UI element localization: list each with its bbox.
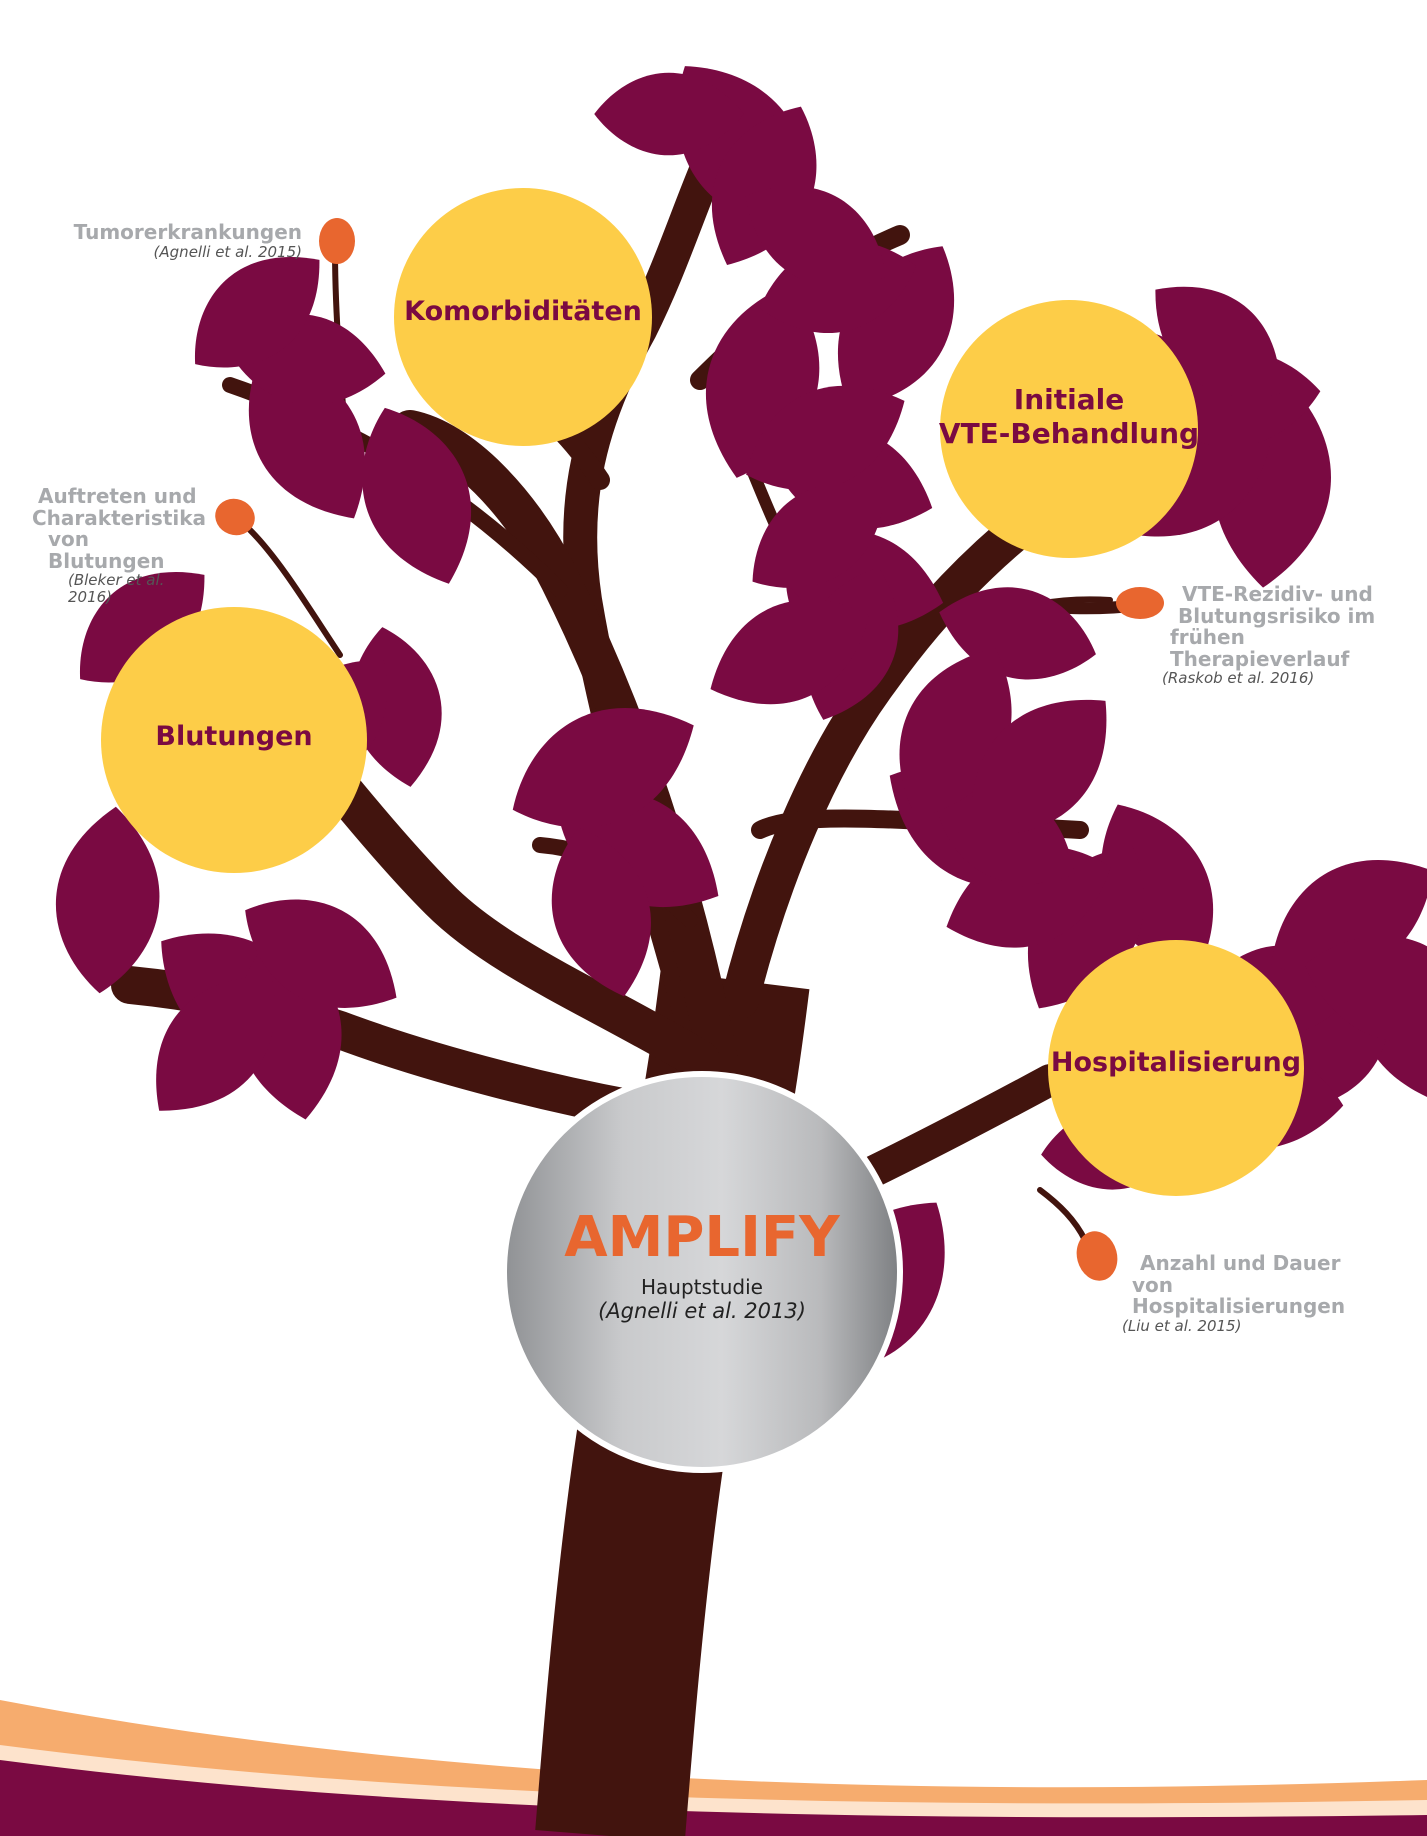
seed-hospital <box>1076 1231 1118 1281</box>
seed-tumor <box>319 218 355 264</box>
fruit-label-komorbiditaeten: Komorbiditäten <box>404 296 642 327</box>
fruit-label-initiale-vte: Initiale VTE-Behandlung <box>920 383 1218 450</box>
fruit-initiale-vte <box>940 300 1198 558</box>
note-hospital-line1: Anzahl und Dauer <box>1140 1251 1341 1275</box>
note-bleeding-line2: Charakteristika <box>32 505 207 530</box>
center-subtitle: Hauptstudie <box>640 1275 763 1299</box>
fruit-komorbiditaeten <box>394 188 652 446</box>
note-vte-ref: (Raskob et al. 2016) <box>1162 669 1315 688</box>
note-bleeding-ref: (Bleker et al. 2016) <box>68 571 165 606</box>
center-circle <box>501 1071 903 1473</box>
bottom-waves <box>0 1700 1427 1836</box>
note-tumor-ref: (Agnelli et al. 2015) <box>153 242 302 261</box>
fruit-hospitalisierung <box>1048 940 1304 1196</box>
seed-markers <box>215 218 1164 1281</box>
center-reference: (Agnelli et al. 2013) <box>598 1299 806 1323</box>
fruit-label-blutungen: Blutungen <box>155 721 313 752</box>
fruit-label-hospitalisierung: Hospitalisierung <box>1050 1047 1302 1078</box>
fruit-label-initiale-line2: VTE-Behandlung <box>938 416 1200 450</box>
fruit-circles <box>101 188 1304 1196</box>
note-tumor: Tumorerkrankungen (Agnelli et al. 2015) <box>60 220 302 261</box>
note-hospital-line2: von Hospitalisierungen <box>1132 1272 1346 1319</box>
note-vte-line1: VTE-Rezidiv- und <box>1182 582 1373 606</box>
note-hospital: Anzahl und Dauer von Hospitalisierungen … <box>1122 1251 1377 1335</box>
note-tumor-text: Tumorerkrankungen <box>73 220 302 244</box>
seed-bleeding <box>215 498 255 536</box>
note-vte-line2: Blutungsrisiko im <box>1178 603 1376 628</box>
note-hospital-ref: (Liu et al. 2015) <box>1122 1316 1242 1335</box>
fruit-label-initiale-line1: Initiale <box>1013 383 1125 416</box>
note-vte-line3: frühen Therapieverlauf <box>1170 625 1350 671</box>
note-vte-rezidiv: VTE-Rezidiv- und Blutungsrisiko im frühe… <box>1162 582 1427 688</box>
note-bleeding: Auftreten und Charakteristika von Blutun… <box>20 484 207 606</box>
fruit-blutungen <box>101 607 367 873</box>
note-bleeding-line3: von Blutungen <box>48 527 165 573</box>
center-title: AMPLIFY <box>564 1205 840 1270</box>
seed-vte-rezidiv <box>1116 587 1164 619</box>
note-bleeding-line1: Auftreten und <box>38 484 197 508</box>
